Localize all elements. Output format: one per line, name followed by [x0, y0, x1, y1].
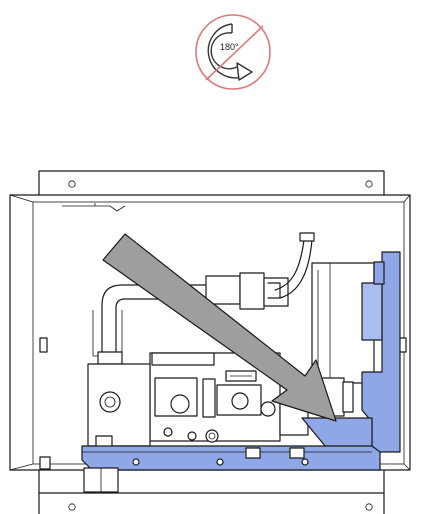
no-rotate-180-icon: 180°: [195, 14, 271, 90]
prohibition-slash: [205, 25, 264, 81]
rotation-arrowhead-icon: [236, 62, 253, 81]
rotation-arc-icon: [207, 23, 246, 79]
mounting-bracket: [81, 251, 401, 493]
direction-arrow: [102, 233, 337, 422]
rotation-angle-label: 180°: [220, 42, 239, 52]
